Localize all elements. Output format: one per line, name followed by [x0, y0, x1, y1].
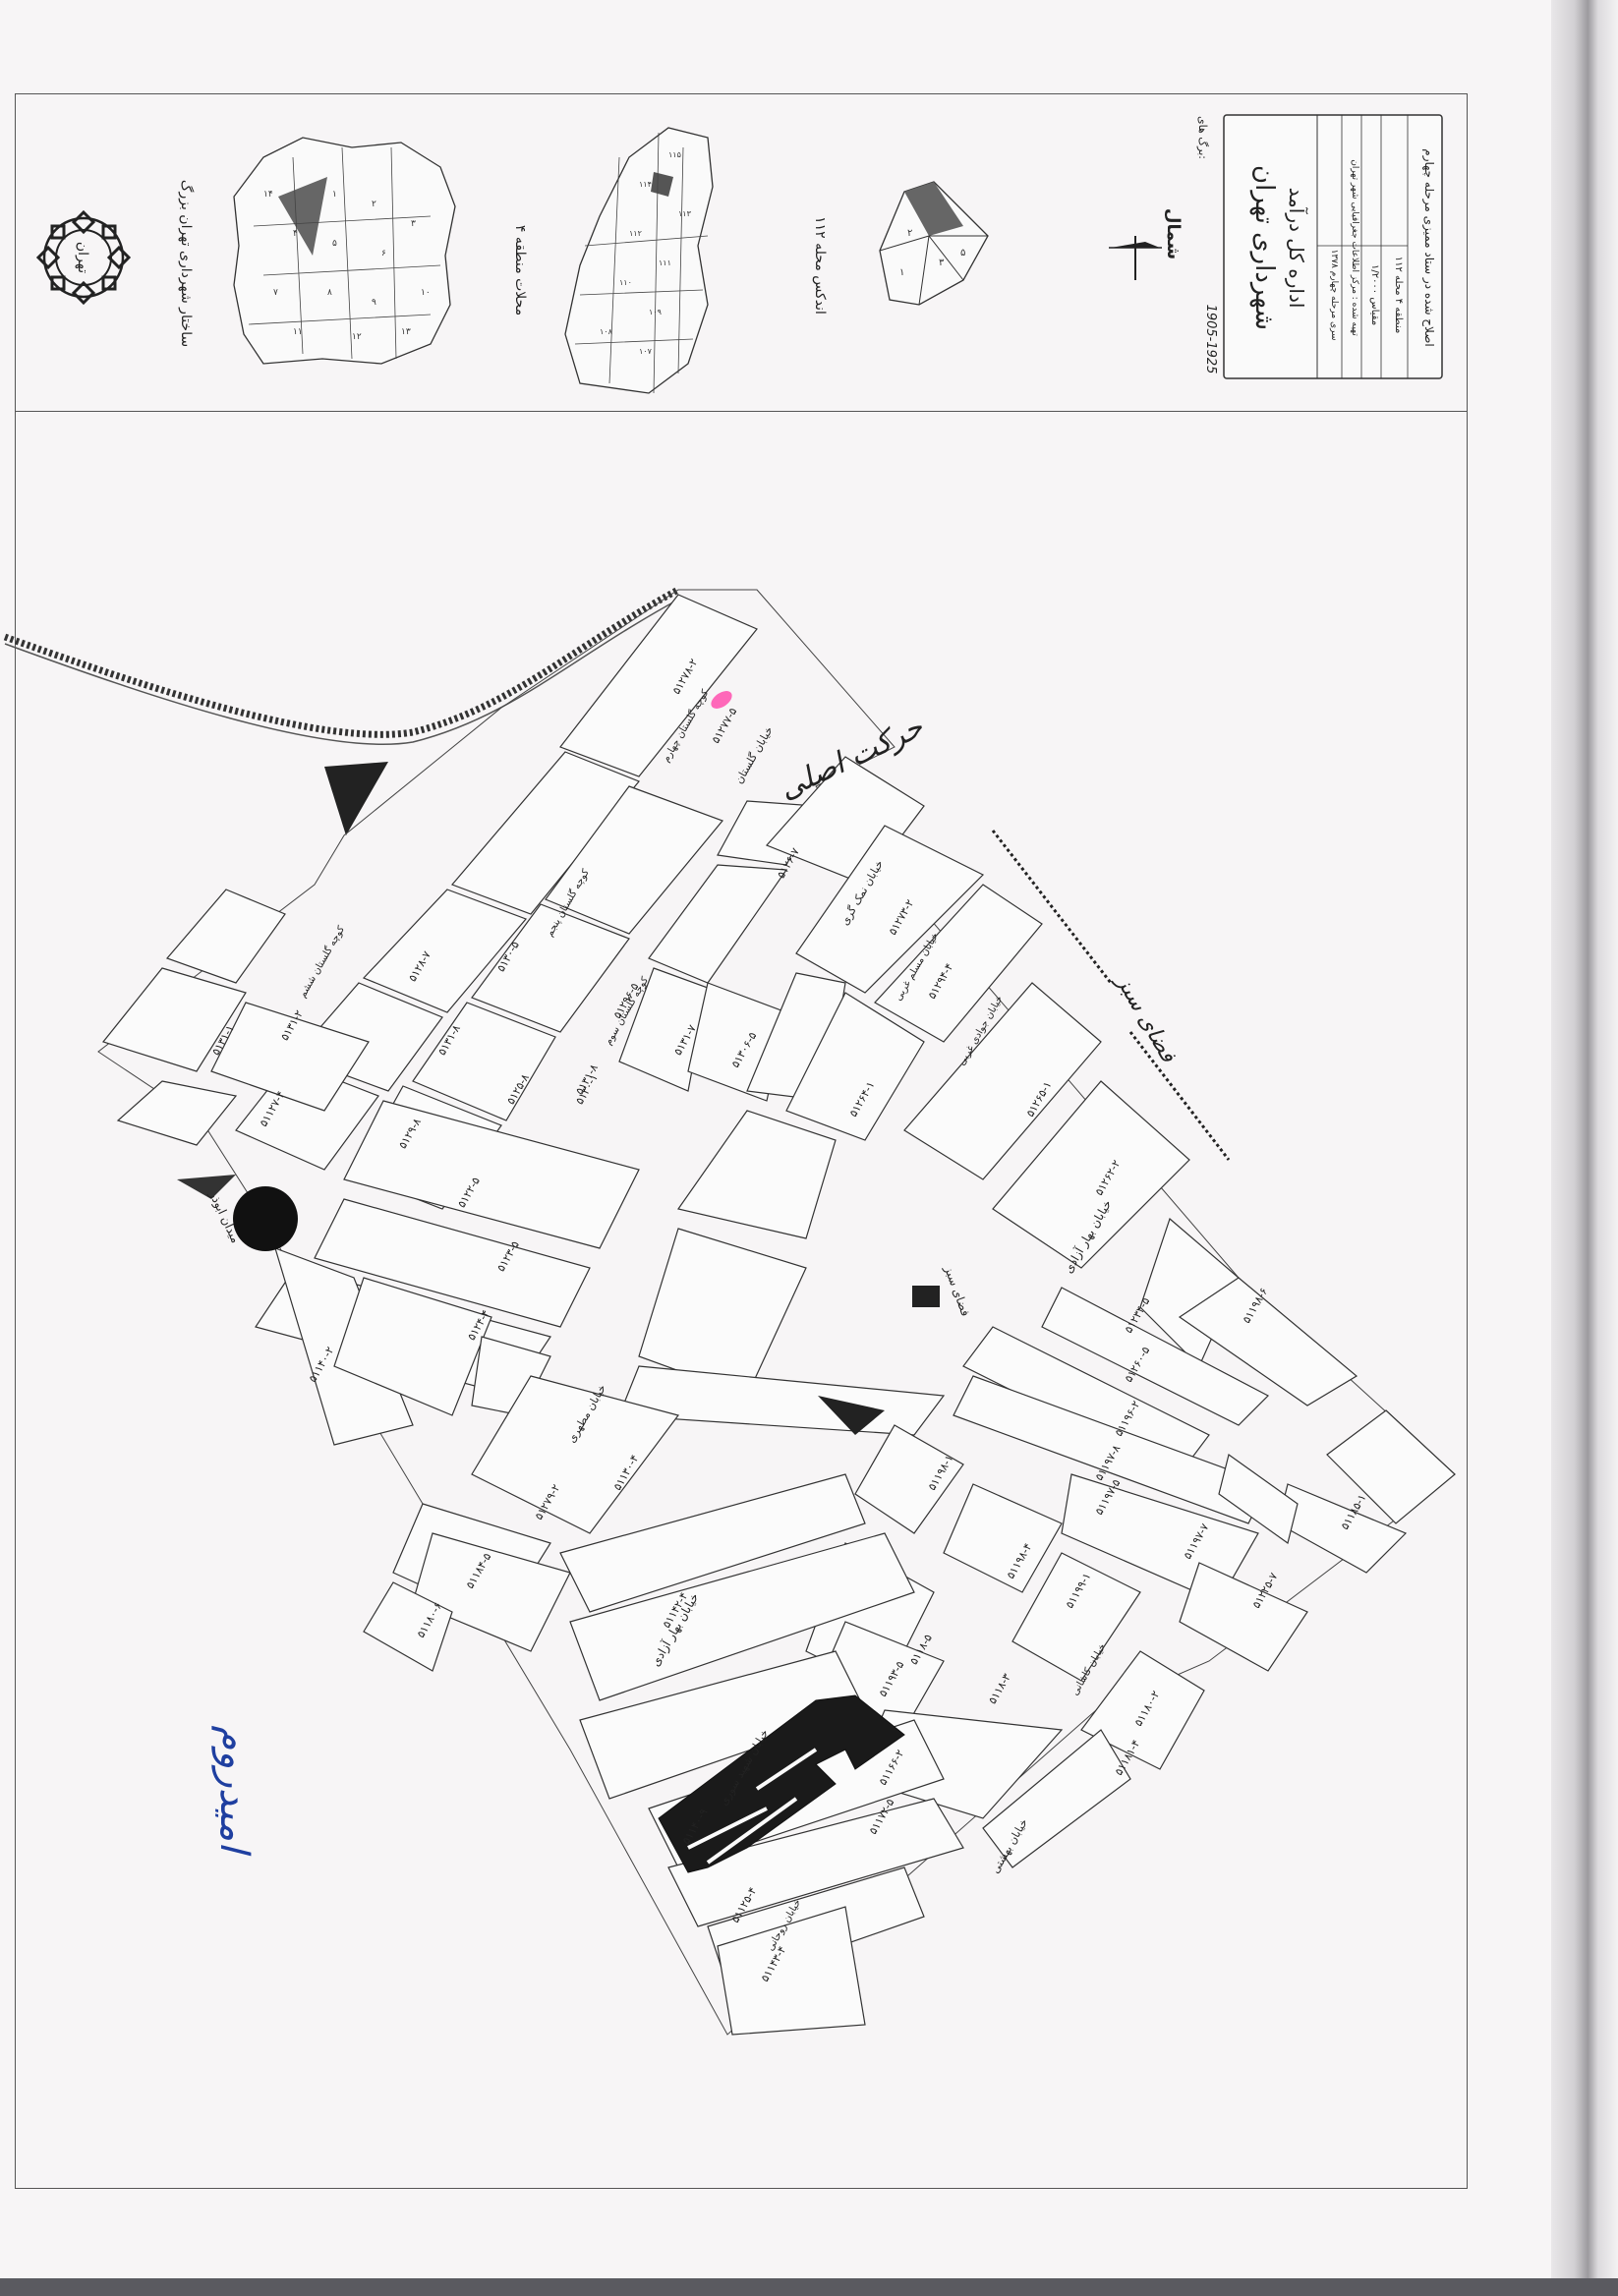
title-correction-row: اصلاح شده در ستاد ممیزی مرحله چهارم [1421, 148, 1436, 346]
svg-text:۱۱: ۱۱ [293, 327, 303, 337]
map-area: میدان ابوذر فضای سبز خیابان بهار آزادی خ… [3, 586, 1456, 2036]
traffic-island [324, 762, 388, 835]
svg-text:۱۰۸: ۱۰۸ [600, 327, 613, 336]
svg-text:۸: ۸ [327, 288, 332, 298]
highway-curve [3, 586, 680, 738]
scanner-edge [1551, 0, 1618, 2296]
highlighted-complex [658, 1694, 905, 1873]
svg-text:۷: ۷ [273, 288, 278, 298]
svg-text:۲: ۲ [907, 228, 912, 239]
title-prepared-row: تهیه شده : مرکز اطلاعات جغرافیایی شهر ته… [1350, 159, 1359, 336]
region-districts-label: محلات منطقه ۴ [512, 225, 528, 316]
square-label-green-space: فضای سبز [941, 1263, 973, 1318]
svg-text:۵: ۵ [332, 239, 337, 249]
block-code: ۵۱۱۸-۳ [986, 1671, 1013, 1706]
svg-text:۱۱۲: ۱۱۲ [629, 229, 642, 238]
title-block: شهرداری تهران اداره کل درآمد سری مرحله چ… [1223, 114, 1443, 379]
tehran-municipality-logo-icon: تهران [35, 209, 132, 306]
svg-text:۴: ۴ [293, 229, 298, 239]
north-arrow-icon [1109, 236, 1162, 280]
abuzar-square [233, 1186, 298, 1251]
svg-text:۱۰۹: ۱۰۹ [649, 308, 662, 316]
svg-text:۱۳: ۱۳ [401, 327, 411, 337]
scanner-bottom-band [0, 2278, 1618, 2296]
svg-text:۹: ۹ [372, 298, 376, 308]
street-label: خیابان گلستان [732, 724, 776, 786]
svg-text:۱۴: ۱۴ [263, 190, 273, 200]
svg-text:۱۱۳: ۱۱۳ [678, 209, 692, 218]
map-frame [15, 93, 1468, 2189]
greater-tehran-label: ساختار شهرداری تهران بزرگ [178, 180, 196, 347]
highlight-marker [711, 691, 732, 709]
svg-text:تهران: تهران [75, 242, 90, 273]
title-org-line1: شهرداری تهران [1249, 165, 1279, 330]
legend-strip: تهران ساختار شهرداری تهران بزرگ ۱۲۳ ۴۵۶ … [35, 114, 1443, 394]
svg-text:۵: ۵ [960, 248, 965, 258]
svg-text:۱۰۷: ۱۰۷ [639, 347, 653, 356]
svg-text:۱: ۱ [332, 190, 337, 200]
svg-text:۳: ۳ [939, 258, 945, 268]
svg-text:۳: ۳ [411, 219, 416, 229]
block-code: ۵۱۲۷۷-۵ [709, 706, 739, 746]
legend-divider [15, 411, 1468, 412]
green-space-marker [912, 1286, 940, 1307]
svg-text:۱: ۱ [899, 267, 904, 278]
svg-text:۱۱۰: ۱۱۰ [619, 278, 632, 287]
svg-text:۲: ۲ [372, 200, 376, 209]
svg-text:۶: ۶ [381, 249, 386, 258]
region-districts-minimap: ۱۱۵ ۱۱۴ ۱۱۳ ۱۱۲ ۱۱۱ ۱۱۰ ۱۰۹ ۱۰۸ ۱۰۷ [564, 127, 714, 394]
year-range: 1905-1925 [1203, 305, 1218, 374]
title-scale-row: مقیاس ۱/۲۰۰۰ [1369, 264, 1380, 325]
title-org-line2: اداره کل درآمد [1285, 188, 1309, 309]
district-index-label: اندکس محله ۱۱۲ [812, 216, 828, 315]
svg-text:۱۱۱: ۱۱۱ [659, 258, 671, 267]
svg-text:۱۰: ۱۰ [421, 288, 431, 298]
svg-text:۱۱۵: ۱۱۵ [668, 150, 681, 159]
svg-text:۱۲: ۱۲ [352, 332, 362, 342]
district-index-minimap: ۱ ۲ ۳ ۵ [879, 181, 989, 306]
landmarks-layer [177, 691, 940, 1873]
sheet-label: برگ های: [1196, 116, 1209, 159]
handwritten-side-note: امیدروم [211, 1725, 257, 1856]
title-year-row: سری مرحله چهارم ۱۳۷۸ [1329, 249, 1339, 340]
svg-text:۱۱۴: ۱۱۴ [639, 180, 652, 189]
alley-label: کوچه گلستان ششم [297, 924, 348, 1000]
title-region-row: منطقه ۴ محله ۱۱۲ [1393, 257, 1404, 334]
north-label: شمال [1163, 208, 1184, 259]
